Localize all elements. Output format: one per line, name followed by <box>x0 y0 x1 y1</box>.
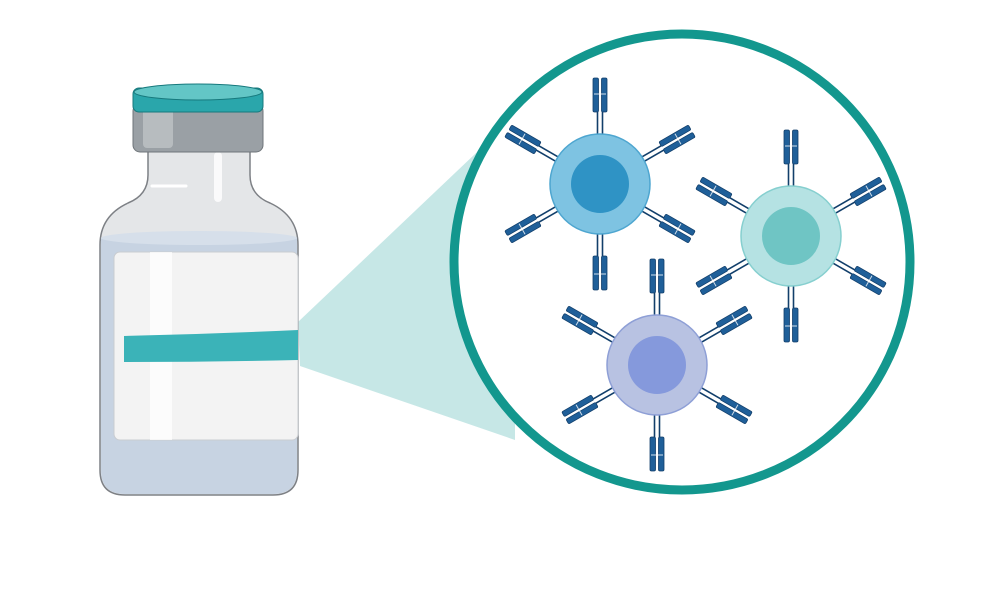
antibody-arm <box>509 125 541 147</box>
cell-nucleus <box>628 336 686 394</box>
antibody-arm <box>663 214 696 236</box>
antibody-arm <box>695 184 728 206</box>
antibody-arm <box>592 77 599 113</box>
antibody-arm <box>792 307 799 343</box>
antibody-joint <box>731 404 739 416</box>
antibody-arm <box>601 255 608 291</box>
vial-icon <box>99 83 299 496</box>
antibody-joint <box>709 185 717 197</box>
antibody-arm <box>566 306 598 328</box>
antibody-arm <box>700 273 732 295</box>
antibody-icon <box>783 129 799 192</box>
antibody-arm <box>716 306 748 328</box>
antibody-joint <box>575 404 583 416</box>
antibody-joint <box>865 275 873 287</box>
antibody-arm <box>783 307 790 343</box>
cell-teal <box>695 129 887 343</box>
antibody-joint <box>865 185 873 197</box>
neck-highlight <box>214 152 222 202</box>
antibody-arm <box>659 125 691 147</box>
antibody-arm <box>509 221 541 243</box>
antibody-arm <box>700 177 732 199</box>
antibody-joint <box>674 223 682 235</box>
antibody-icon <box>649 258 665 321</box>
antibody-icon <box>504 203 564 243</box>
antibody-arm <box>659 221 691 243</box>
antibody-arm <box>854 266 887 288</box>
antibody-arm <box>850 273 882 295</box>
antibody-joint <box>674 133 682 145</box>
antibody-arm <box>566 402 598 424</box>
antibody-joint <box>731 314 739 326</box>
collar-highlight <box>143 108 173 148</box>
antibody-icon <box>636 203 696 243</box>
antibody-arm <box>504 214 537 236</box>
antibody-joint <box>575 314 583 326</box>
antibody-arm <box>783 129 790 165</box>
antibody-arm <box>663 132 696 154</box>
antibody-joint <box>518 223 526 235</box>
antibody-arm <box>854 184 887 206</box>
cells-layer <box>504 77 887 472</box>
antibody-arm <box>716 402 748 424</box>
antibody-icon <box>693 306 753 346</box>
antibody-arm <box>792 129 799 165</box>
antibody-icon <box>504 125 564 165</box>
cell-nucleus <box>762 207 820 265</box>
zoom-circle-ring <box>449 29 915 495</box>
antibody-arm <box>658 258 665 294</box>
antibody-arm <box>720 395 753 417</box>
antibody-arm <box>504 132 537 154</box>
antibody-joint <box>518 133 526 145</box>
antibody-arm <box>561 313 594 335</box>
antibody-arm <box>850 177 882 199</box>
antibody-arm <box>695 266 728 288</box>
antibody-joint <box>709 275 717 287</box>
antibody-arm <box>561 395 594 417</box>
vial-cap-top <box>133 83 263 101</box>
cell-nucleus <box>571 155 629 213</box>
antibody-arm <box>601 77 608 113</box>
cell-violet <box>561 258 753 472</box>
liquid-surface <box>101 231 297 245</box>
cell-blue <box>504 77 696 291</box>
antibody-arm <box>649 436 656 472</box>
label-stripe <box>124 330 298 362</box>
antibody-icon <box>783 280 799 343</box>
antibody-arm <box>658 436 665 472</box>
antibody-arm <box>592 255 599 291</box>
antibody-arm <box>649 258 656 294</box>
antibody-arm <box>720 313 753 335</box>
